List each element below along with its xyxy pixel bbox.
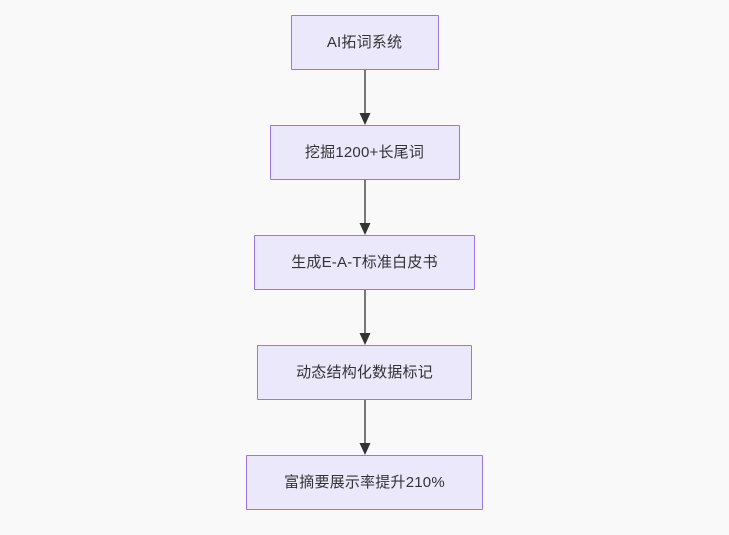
flow-node-2[interactable]: 挖掘1200+长尾词 [269, 125, 460, 180]
flow-node-1-label: AI拓词系统 [326, 33, 403, 51]
flowchart-node-column: AI拓词系统 挖掘1200+长尾词 生成E-A-T标准白皮书 动态结构化数据标记 [246, 15, 483, 510]
flow-edge-2-to-3 [359, 180, 370, 235]
flow-edge-1-to-2 [359, 70, 370, 125]
flow-edge-4-to-5 [359, 400, 370, 455]
flow-edge-3-to-4 [359, 290, 370, 345]
flow-node-4-label: 动态结构化数据标记 [296, 363, 433, 381]
flow-node-3[interactable]: 生成E-A-T标准白皮书 [254, 235, 475, 290]
flow-node-1[interactable]: AI拓词系统 [290, 15, 439, 70]
arrowhead-icon [359, 223, 370, 235]
flow-node-3-label: 生成E-A-T标准白皮书 [291, 253, 438, 271]
flow-node-2-label: 挖掘1200+长尾词 [304, 143, 425, 161]
flow-node-5[interactable]: 富摘要展示率提升210% [246, 455, 483, 510]
arrowhead-icon [359, 333, 370, 345]
flow-node-4[interactable]: 动态结构化数据标记 [257, 345, 472, 400]
arrowhead-icon [359, 113, 370, 125]
arrowhead-icon [359, 443, 370, 455]
flow-node-5-label: 富摘要展示率提升210% [284, 473, 445, 491]
